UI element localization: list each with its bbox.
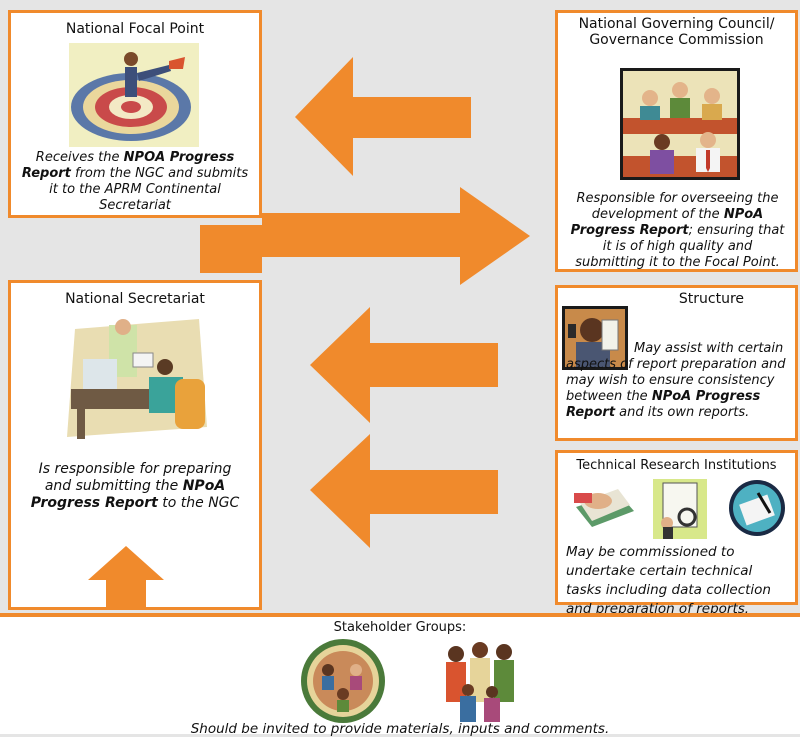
arrow-ngc-to-focal-point: [295, 57, 471, 176]
document-magnifier-illustration: [653, 479, 707, 539]
technical-box: Technical Research Institutions May be c…: [555, 450, 798, 617]
structure-title: Structure: [678, 291, 745, 307]
stakeholder-title: Stakeholder Groups:: [333, 620, 467, 635]
focal-point-box: National Focal Point Receives the NPOA P…: [8, 10, 262, 218]
secretariat-title: National Secretariat: [65, 291, 205, 307]
arrow-technical-to-secretariat: [310, 434, 498, 548]
family-group-illustration: [446, 642, 514, 722]
technical-description: May be commissioned to undertake certain…: [566, 544, 771, 617]
people-circle-illustration: [301, 639, 385, 723]
writing-globe-illustration: [729, 480, 785, 536]
ngc-title-line1: National Governing Council/: [578, 16, 775, 32]
stakeholder-panel: Stakeholder Groups: Should be invited to…: [0, 613, 800, 737]
office-workers-illustration: [67, 319, 207, 439]
arrow-secretariat-to-ngc: [200, 187, 530, 285]
council-voting-illustration: [620, 68, 740, 180]
structure-description: May assist with certain aspects of repor…: [566, 341, 786, 420]
structure-box: Structure May assist with certain aspect…: [555, 285, 798, 441]
focal-point-title: National Focal Point: [65, 21, 205, 37]
book-hand-illustration: [574, 489, 634, 527]
ngc-title-line2: Governance Commission: [589, 32, 764, 48]
arrow-structure-to-secretariat: [310, 307, 498, 423]
target-businessman-illustration: [69, 43, 199, 147]
arrow-stakeholders-to-secretariat: [88, 546, 164, 608]
stakeholder-description: Should be invited to provide materials, …: [190, 721, 610, 737]
ngc-box: National Governing Council/ Governance C…: [555, 10, 798, 272]
ngc-description: Responsible for overseeing the developme…: [570, 191, 785, 270]
focal-point-description: Receives the NPOA Progress Report from t…: [21, 150, 249, 213]
secretariat-description: Is responsible for preparing and submitt…: [30, 461, 240, 511]
technical-title: Technical Research Institutions: [576, 458, 777, 473]
phone-call-illustration: [562, 306, 628, 370]
